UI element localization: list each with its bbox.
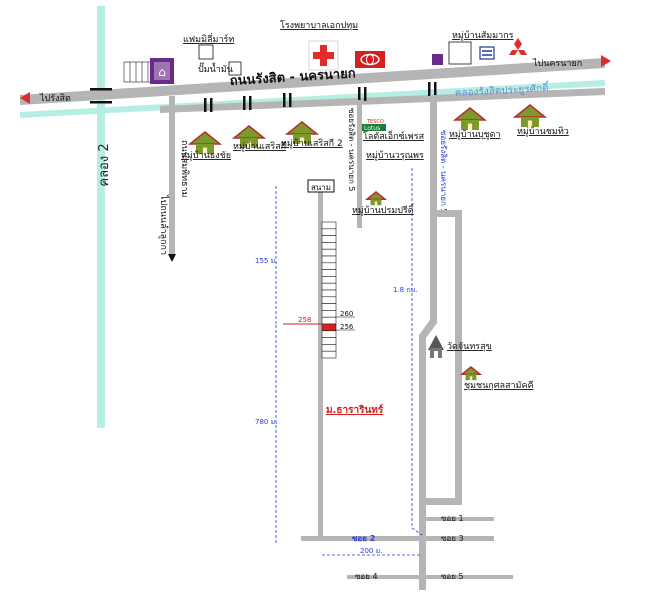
dim-155: 155 ม. <box>255 257 277 265</box>
bank-logo-glyph: ⌂ <box>158 65 166 79</box>
bank-small-icon <box>432 54 443 65</box>
stadium-label: สนาม <box>311 183 331 192</box>
plot <box>321 228 337 236</box>
plot <box>321 296 337 304</box>
family-mart-box <box>198 44 214 60</box>
stadium-box <box>307 179 335 193</box>
khlong2-canal <box>97 6 105 428</box>
tesco-lotus-sign <box>362 124 386 131</box>
toyota-logo-icon <box>355 51 385 68</box>
plot <box>321 255 337 264</box>
mitsubishi-logo-icon <box>509 38 527 55</box>
right-road <box>419 95 437 590</box>
family-mart-label: แฟมมิลี่มาร์ท <box>183 32 234 45</box>
lot-260-label: 260 <box>340 310 353 318</box>
left-road-arrow <box>168 254 176 262</box>
plot <box>321 221 337 230</box>
fuel-depot-box <box>228 61 242 76</box>
plot <box>321 269 337 277</box>
tesco-label: TESCO <box>366 119 384 125</box>
village-sirisak-label: หมู่บ้านเสริสกี <box>233 141 286 152</box>
fuel-station-stripes <box>129 62 149 82</box>
middle-road-label: ซอยรังสิต - นครนายก 5 <box>347 108 356 191</box>
community-label: ชุมชนกุศลสามัคคี <box>464 380 534 391</box>
hospital-label: โรงพยาบาลเอกปทุม <box>280 20 358 31</box>
village-thongchai-label: หมู่บ้านธงชัย <box>181 150 231 161</box>
village-bunchuda-label: หมู่บ้านบุชูดา <box>449 129 501 140</box>
soi2-3-road <box>301 536 494 541</box>
left-road <box>169 96 175 256</box>
branch-road <box>426 210 462 505</box>
fuel-depot-label: ปั๊มน้ำมัน <box>198 62 233 75</box>
plot <box>321 276 337 284</box>
plot <box>321 242 337 250</box>
village-narinthorn-label: หมู่บ้านวรุณพร <box>366 150 424 161</box>
middle-road <box>357 100 362 228</box>
plot <box>321 282 337 291</box>
temple-icon <box>428 335 444 358</box>
bank-logo-icon <box>150 58 174 84</box>
plot <box>321 337 337 345</box>
frontage-road <box>160 88 605 113</box>
village-sammakorn-label: หมู่บ้านสัมมากร <box>452 30 514 41</box>
village-houses <box>187 104 548 381</box>
house-icon <box>364 191 388 206</box>
soi5-label: ซอย 5 <box>441 572 464 581</box>
soi4-5-road <box>347 575 513 579</box>
dim-780: 780 ม. <box>255 418 277 426</box>
village-sirisak2-label: หมู่บ้านเสริสกี 2 <box>281 138 343 149</box>
right-road-label: ซอยรังสิต - นครนายก 5 <box>439 130 448 213</box>
plot <box>321 303 337 311</box>
plot <box>321 289 337 298</box>
plot <box>321 344 337 352</box>
lotus-label: Lotus <box>364 125 380 132</box>
to-nakhon-nayok-arrow <box>601 55 611 67</box>
village-sammakorn-box <box>448 41 472 65</box>
plot <box>321 330 337 338</box>
soi3-label: ซอย 3 <box>441 534 464 543</box>
main-road <box>20 58 605 105</box>
dim-200: 200 ม. <box>360 547 382 555</box>
lotus-express-label: โลตัสเอ็กซ์เพรส <box>363 129 425 142</box>
house-icon <box>231 125 267 148</box>
temple-label: วัดจันทรสุข <box>447 342 492 352</box>
bank-blue-icon <box>479 46 495 60</box>
lot-256-label: 256 <box>340 323 354 331</box>
house-icon <box>452 107 488 130</box>
soi1-road <box>426 517 494 521</box>
left-road-label: ถนนสมพิทธาม <box>179 140 190 198</box>
site-name: ม.ธารารินทร์ <box>326 404 384 416</box>
to-rangsit-arrow <box>20 92 30 104</box>
soi2-label: ซอย 2 <box>352 534 375 543</box>
target-lot-label: 258 <box>298 316 311 324</box>
plot <box>321 310 337 318</box>
house-icon <box>459 366 483 381</box>
to-rangsit-label: ไปรังสิต <box>39 93 71 104</box>
to-nakhon-nayok-label: ไปนครนายก <box>532 58 582 69</box>
plot-stack <box>321 221 337 359</box>
soi1-label: ซอย 1 <box>441 514 464 523</box>
house-icon <box>512 104 548 127</box>
bridge-markers <box>90 82 437 112</box>
house-icon <box>284 121 320 144</box>
plot <box>321 235 337 243</box>
village-praiyapuri-label: หมู่บ้านปรมปรีดิ์ <box>352 203 415 216</box>
house-icon <box>187 131 223 154</box>
plot <box>321 248 337 257</box>
dimension-lines <box>275 168 423 556</box>
plot <box>321 350 337 359</box>
target-plot <box>321 323 337 332</box>
dim-1-8km: 1.8 กม. <box>393 286 417 294</box>
soi4-label: ซอย 4 <box>355 572 378 581</box>
khlong2-label: คลอง 2 <box>97 143 112 186</box>
plot <box>321 262 337 270</box>
village-chomthiew-label: หมู่บ้านชมทิว <box>517 126 569 137</box>
site-road <box>318 190 323 538</box>
left-road-dest: ไปถนนลำลูกกา <box>158 194 169 255</box>
plot <box>321 316 337 325</box>
